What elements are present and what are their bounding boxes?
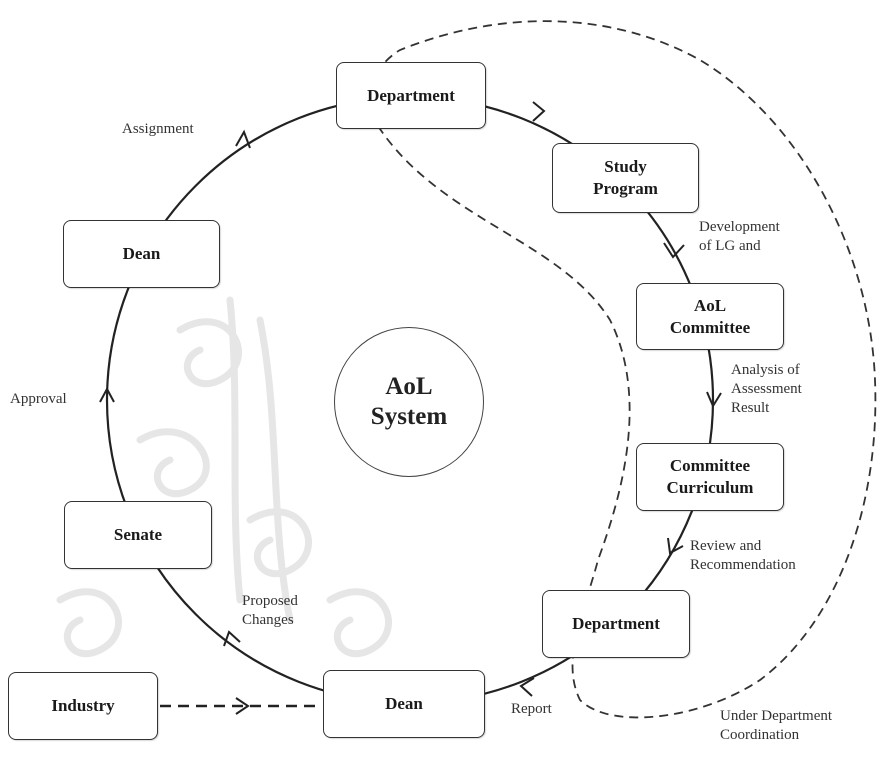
label-under-department-coordination: Under Department Coordination <box>720 707 832 745</box>
center-line1: AoL <box>385 372 433 400</box>
label-development-line2: of LG and <box>699 237 761 254</box>
label-analysis-line3: Result <box>731 399 770 416</box>
arrowhead-approval <box>99 386 115 403</box>
study-program-line1: Study <box>604 157 647 177</box>
node-department-bottom[interactable]: Department <box>542 590 690 658</box>
aol-system-circle: AoL System <box>334 327 484 477</box>
node-senate-label: Senate <box>113 525 163 545</box>
label-review: Review and Recommendation <box>690 537 796 575</box>
node-dean-left[interactable]: Dean <box>63 220 220 288</box>
node-aol-committee[interactable]: AoL Committee <box>636 283 784 350</box>
label-report: Report <box>511 701 552 717</box>
label-assignment: Assignment <box>122 121 194 137</box>
label-review-line1: Review and <box>690 538 762 554</box>
label-development-line1: Development <box>699 219 780 235</box>
node-study-program[interactable]: Study Program <box>552 143 699 213</box>
label-approval: Approval <box>10 391 67 407</box>
label-analysis: Analysis of Assessment Result <box>731 361 802 417</box>
node-industry[interactable]: Industry <box>8 672 158 740</box>
label-proposed-line2: Changes <box>242 611 294 628</box>
label-analysis-line2: Assessment <box>731 380 802 397</box>
region-label-line2: Coordination <box>720 726 800 743</box>
watermark-decoration <box>56 296 392 658</box>
aol-committee-line2: Committee <box>669 317 751 337</box>
node-department-bottom-label: Department <box>572 614 660 634</box>
node-dean-bottom-label: Dean <box>385 694 423 714</box>
node-dean-left-label: Dean <box>122 244 161 264</box>
node-senate[interactable]: Senate <box>64 501 212 569</box>
label-development: Development of LG and <box>699 218 780 256</box>
study-program-line2: Program <box>593 179 658 198</box>
arrowhead-top-right <box>532 101 546 122</box>
node-committee-curriculum[interactable]: Committee Curriculum <box>636 443 784 511</box>
label-review-line2: Recommendation <box>690 556 796 573</box>
aol-committee-line1: AoL <box>693 295 727 315</box>
label-proposed: Proposed Changes <box>242 592 298 630</box>
center-line2: System <box>370 403 448 430</box>
node-dean-bottom[interactable]: Dean <box>323 670 485 738</box>
node-department-top-label: Department <box>367 85 455 105</box>
region-label-line1: Under Department <box>720 708 833 724</box>
arrowhead-assignment <box>235 129 251 149</box>
committee-curriculum-line1: Committee <box>669 456 751 476</box>
industry-arrowhead <box>235 697 250 715</box>
label-proposed-line1: Proposed <box>242 593 298 609</box>
committee-curriculum-line2: Curriculum <box>666 478 754 497</box>
arrowhead-development <box>663 242 685 259</box>
node-department-top[interactable]: Department <box>336 62 486 129</box>
arrowhead-review <box>667 537 684 555</box>
label-analysis-line1: Analysis of <box>731 362 800 378</box>
arrowhead-proposed <box>223 630 241 647</box>
arrowhead-analysis <box>706 391 722 409</box>
coordination-region-boundary <box>369 20 877 719</box>
node-industry-label: Industry <box>51 696 115 716</box>
arrowhead-report <box>519 677 535 697</box>
